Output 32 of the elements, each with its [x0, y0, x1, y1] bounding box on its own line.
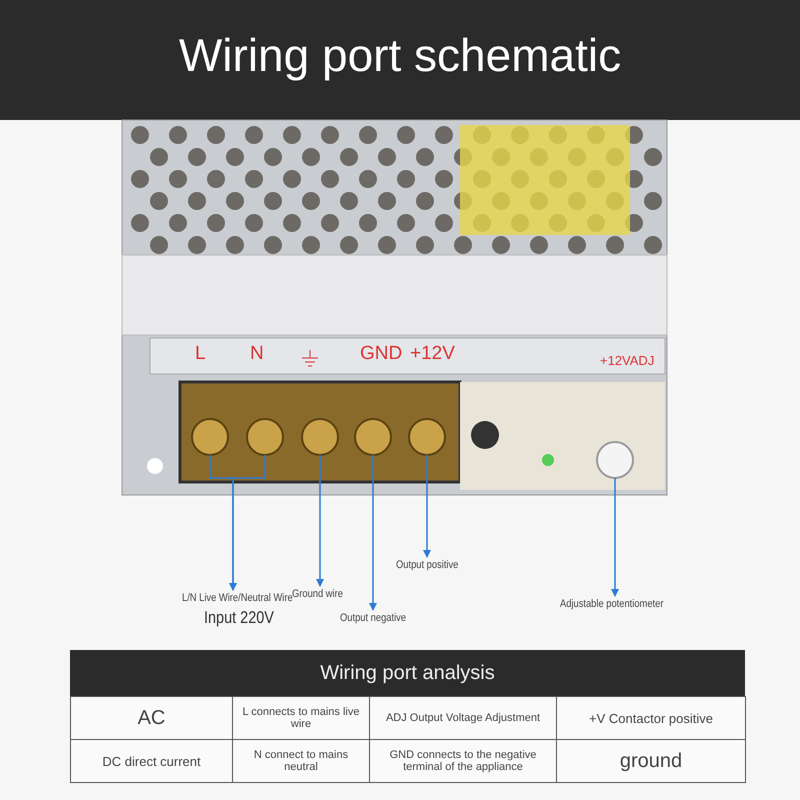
table-cell: N connect to mains neutral	[232, 739, 370, 783]
table-cell: ground	[556, 739, 746, 783]
leader-line	[423, 455, 431, 558]
screw-terminal	[301, 418, 339, 456]
screw-terminal	[191, 418, 229, 456]
callout-text: Adjustable potentiometer	[560, 598, 664, 610]
input-label: Input 220V	[204, 608, 275, 628]
table-cell: GND connects to the negative terminal of the appliance	[369, 739, 557, 783]
leader-line	[316, 455, 324, 587]
screw-terminal	[408, 418, 446, 456]
table-cell: +V Contactor positive	[556, 696, 746, 740]
screw-terminal	[246, 418, 284, 456]
callout-text: Output negative	[340, 612, 406, 624]
table-header: Wiring port analysis	[70, 650, 745, 696]
table-cell: L connects to mains live wire	[232, 696, 370, 740]
terminal-label: N	[250, 343, 264, 365]
leader-line	[611, 478, 619, 597]
table-cell: AC	[70, 696, 233, 740]
terminal-label: GND	[360, 343, 402, 365]
adjust-label: +12VADJ	[600, 353, 654, 368]
leader-line	[369, 455, 377, 611]
leader-line	[229, 455, 266, 591]
table-cell: ADJ Output Voltage Adjustment	[369, 696, 557, 740]
terminal-label: +12V	[410, 343, 455, 365]
table-cell: DC direct current	[70, 739, 233, 783]
callout-text: Output positive	[396, 559, 458, 571]
title: Wiring port schematic	[178, 28, 622, 82]
terminal-label: L	[195, 343, 206, 365]
callout-text: Ground wire	[292, 588, 343, 600]
screw-terminal	[354, 418, 392, 456]
callout-text: L/N Live Wire/Neutral Wire	[182, 592, 293, 604]
potentiometer-knob	[596, 441, 634, 479]
